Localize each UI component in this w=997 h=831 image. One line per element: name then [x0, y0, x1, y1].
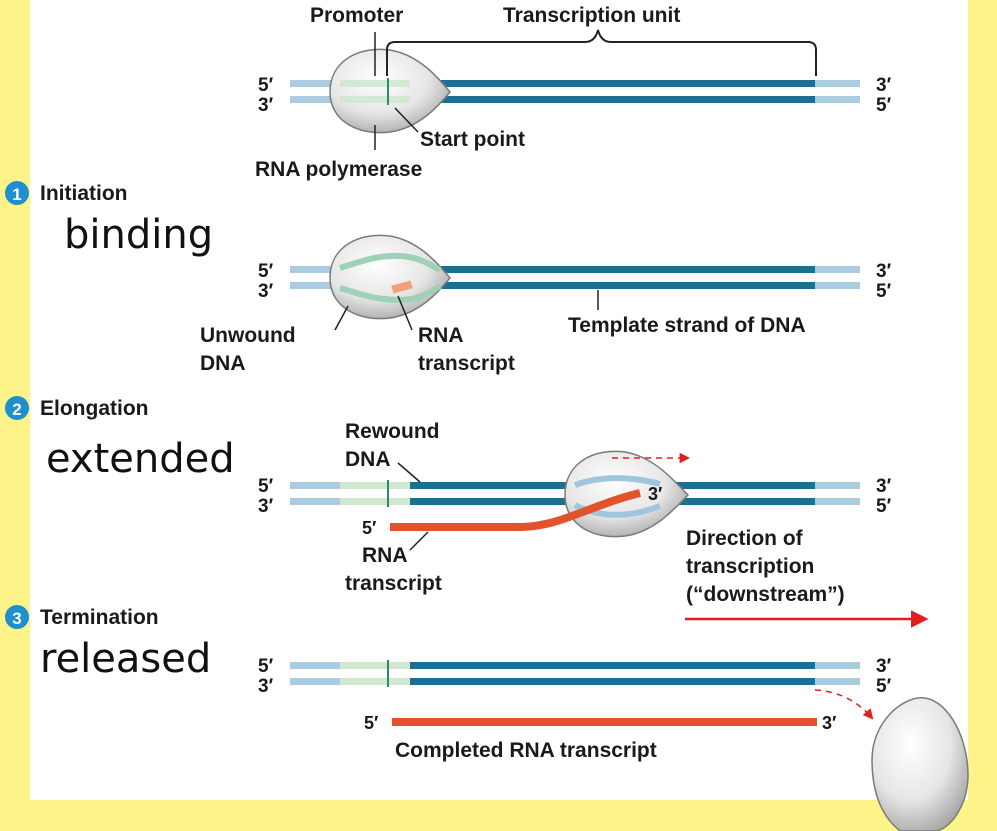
step-3-number: 3 [12, 609, 21, 628]
dna-strand [420, 282, 815, 289]
three-prime-label: 3′ [876, 75, 892, 96]
direction-label-1: Direction of [686, 527, 804, 550]
rna-polymerase-label: RNA polymerase [255, 158, 422, 181]
step-2-number: 2 [12, 400, 21, 419]
step-3-badge [5, 605, 29, 629]
dna-strand-light [290, 266, 340, 273]
five-prime-label: 5′ [876, 281, 892, 302]
promoter-region [340, 498, 410, 505]
five-prime-label: 5′ [258, 656, 274, 677]
dna-strand-light [815, 678, 860, 685]
direction-label-3: (“downstream”) [686, 583, 845, 606]
rna-polymerase-shape [329, 48, 451, 134]
dna-strand-light [815, 96, 860, 103]
dna-strand [420, 96, 815, 103]
dna-strand-light [290, 662, 340, 669]
unwound-leader [334, 305, 349, 331]
completed-rna-strand [392, 718, 817, 726]
unwound-dna-strand [339, 252, 442, 273]
five-prime-label: 5′ [876, 676, 892, 697]
transcription-unit-bracket [386, 29, 817, 76]
dna-strand [420, 266, 815, 273]
promoter-region [340, 80, 410, 87]
released-polymerase-shape [871, 697, 969, 831]
step-3-title: Termination [40, 606, 159, 629]
dna-row-elongation [290, 450, 929, 628]
rna-transcript-stub [391, 280, 413, 294]
rewound-dna-label-1: Rewound [345, 420, 440, 443]
dna-strand-light [815, 80, 860, 87]
rna-transcript-label-1: RNA [418, 324, 464, 347]
step-1-number: 1 [12, 185, 21, 204]
dna-strand-light [290, 80, 340, 87]
dna-strand-light [815, 498, 860, 505]
unwound-dna-label-2: DNA [200, 352, 246, 375]
dna-strand-light [815, 482, 860, 489]
five-prime-label: 5′ [876, 496, 892, 517]
three-prime-label: 3′ [876, 476, 892, 497]
dna-strand-light [290, 96, 340, 103]
promoter-region [340, 662, 410, 669]
five-prime-label: 5′ [876, 95, 892, 116]
rna-transcript-strand [390, 489, 641, 531]
three-prime-label: 3′ [258, 496, 274, 517]
rna-five-prime-label: 5′ [362, 518, 376, 538]
step-1-title: Initiation [40, 182, 128, 205]
dna-row-termination [290, 660, 969, 831]
rna-three-prime-label: 3′ [648, 484, 662, 504]
five-prime-label: 5′ [258, 261, 274, 282]
dna-strand-light [290, 678, 340, 685]
dna-strand-light [815, 282, 860, 289]
unwound-dna-strand [573, 475, 661, 488]
three-prime-label: 3′ [258, 281, 274, 302]
dna-strand [420, 80, 815, 87]
three-prime-label: 3′ [258, 95, 274, 116]
step-2-handwritten: extended [46, 436, 235, 482]
transcription-unit-label: Transcription unit [503, 4, 680, 27]
dna-strand-light [815, 266, 860, 273]
promoter-label: Promoter [310, 4, 403, 27]
rna-transcript-leader [397, 295, 413, 331]
completed-transcript-label: Completed RNA transcript [395, 739, 657, 762]
three-prime-label: 3′ [876, 261, 892, 282]
rewound-dna-label-2: DNA [345, 448, 391, 471]
dna-row-top [290, 29, 860, 150]
unwound-dna-label-1: Unwound [200, 324, 296, 347]
direction-label-2: transcription [686, 555, 814, 578]
rna-three-prime-label: 3′ [822, 713, 836, 733]
rna-five-prime-label: 5′ [364, 713, 378, 733]
five-prime-label: 5′ [258, 75, 274, 96]
dna-strand-light [290, 282, 340, 289]
start-point-label: Start point [420, 128, 525, 151]
dna-strand-light [290, 498, 340, 505]
rna-transcript-label-1: RNA [362, 544, 408, 567]
promoter-region [340, 482, 410, 489]
dna-strand [410, 662, 815, 669]
rna-transcript-leader [409, 531, 429, 551]
dna-strand-light [815, 662, 860, 669]
step-3-handwritten: released [40, 636, 211, 682]
template-strand-label: Template strand of DNA [568, 314, 806, 337]
start-point-leader [394, 107, 419, 133]
rewound-leader [397, 462, 421, 483]
rna-transcript-label-2: transcript [345, 572, 442, 595]
step-1-handwritten: binding [64, 212, 213, 258]
dna-strand [410, 678, 815, 685]
release-arrow [814, 689, 874, 720]
dna-row-initiation [290, 234, 860, 331]
promoter-region [340, 678, 410, 685]
three-prime-label: 3′ [258, 676, 274, 697]
step-1-badge [5, 181, 29, 205]
step-2-badge [5, 396, 29, 420]
three-prime-label: 3′ [876, 656, 892, 677]
rna-transcript-label-2: transcript [418, 352, 515, 375]
step-2-title: Elongation [40, 397, 149, 420]
dna-strand-light [290, 482, 340, 489]
five-prime-label: 5′ [258, 476, 274, 497]
promoter-region [340, 96, 410, 103]
